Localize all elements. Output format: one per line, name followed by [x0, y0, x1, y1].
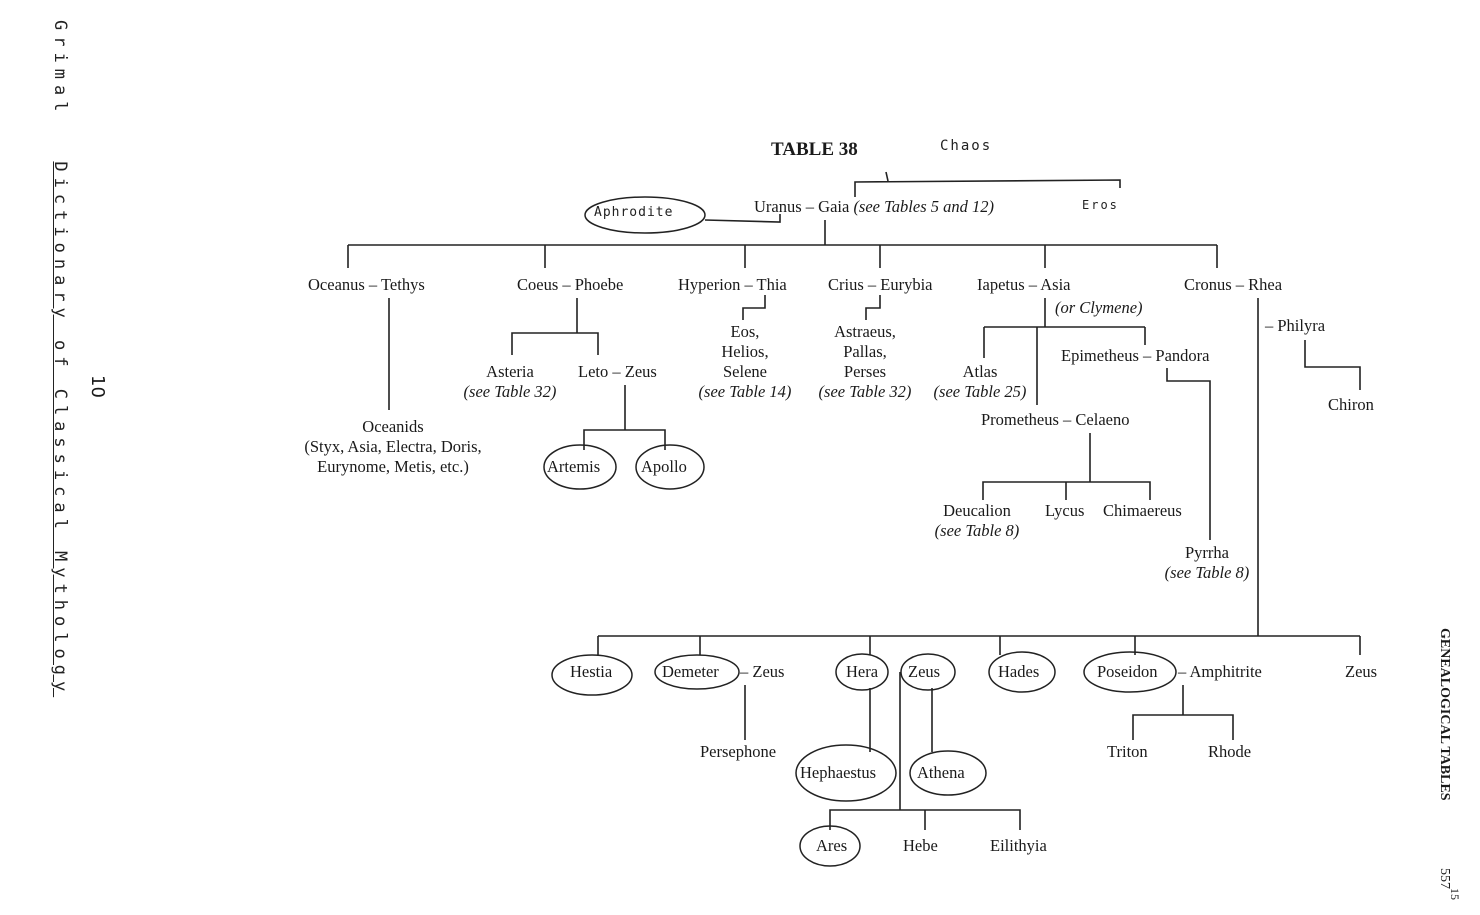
zeus-right: Zeus	[1345, 662, 1378, 681]
iapetus-alt: (or Clymene)	[1055, 298, 1143, 317]
atlas: Atlas(see Table 25)	[933, 362, 1027, 401]
persephone: Persephone	[700, 742, 777, 761]
philyra: – Philyra	[1265, 316, 1326, 335]
table-title: TABLE 38	[771, 139, 858, 160]
deucalion: Deucalion(see Table 8)	[934, 501, 1020, 540]
asteria: Asteria(see Table 32)	[463, 362, 557, 401]
hestia: Hestia	[570, 662, 613, 681]
lycus: Lycus	[1045, 501, 1085, 520]
handwritten-title: Dictionary of Classical Mythology	[50, 161, 70, 698]
crius-eurybia: Crius – Eurybia	[828, 275, 933, 294]
rhode: Rhode	[1208, 742, 1252, 761]
artemis: Artemis	[547, 457, 601, 476]
hera: Hera	[846, 662, 879, 681]
leto-zeus: Leto – Zeus	[578, 362, 657, 381]
hades: Hades	[998, 662, 1040, 681]
zeus: Zeus	[908, 662, 941, 681]
chiron: Chiron	[1328, 395, 1374, 414]
pyrrha: Pyrrha(see Table 8)	[1164, 543, 1250, 582]
hebe: Hebe	[903, 836, 938, 855]
ares: Ares	[816, 836, 848, 855]
apollo: Apollo	[641, 457, 687, 476]
amphitrite: – Amphitrite	[1178, 662, 1262, 681]
epimetheus-pandora: Epimetheus – Pandora	[1061, 346, 1210, 365]
chimaereus: Chimaereus	[1103, 501, 1182, 520]
oceanus-tethys: Oceanus – Tethys	[308, 275, 425, 294]
hyperion-thia: Hyperion – Thia	[678, 275, 787, 294]
coeus-phoebe: Coeus – Phoebe	[517, 275, 624, 294]
uranus-ref: (see Tables 5 and 12)	[853, 197, 994, 216]
poseidon: Poseidon	[1097, 662, 1158, 681]
margin-note: Grimal Dictionary of Classical Mythology	[50, 20, 70, 697]
oceanids: Oceanids(Styx, Asia, Electra, Doris,Eury…	[304, 417, 482, 476]
running-head: GENEALOGICAL TABLES	[1437, 628, 1452, 801]
demeter-consort: – Zeus	[740, 662, 785, 681]
handwritten-page-note: 15	[1448, 888, 1462, 900]
handwritten-aphrodite: Aphrodite	[594, 205, 674, 220]
hyperion-children: Eos,Helios,Selene(see Table 14)	[698, 322, 792, 401]
page-number: 557	[1437, 868, 1452, 889]
demeter: Demeter	[662, 662, 719, 681]
handwritten-chaos: Chaos	[940, 138, 993, 154]
uranus-gaia: Uranus – Gaia	[754, 197, 850, 216]
triton: Triton	[1107, 742, 1148, 761]
crius-children: Astraeus,Pallas,Perses(see Table 32)	[818, 322, 912, 401]
handwritten-author: Grimal	[50, 20, 70, 118]
cronus-rhea: Cronus – Rhea	[1184, 275, 1283, 294]
prometheus-celaeno: Prometheus – Celaeno	[981, 410, 1130, 429]
handwritten-number: 10	[87, 375, 108, 398]
athena: Athena	[917, 763, 965, 782]
iapetus-asia: Iapetus – Asia	[977, 275, 1071, 294]
hephaestus: Hephaestus	[800, 763, 877, 782]
handwritten-eros: Eros	[1082, 198, 1119, 212]
eilithyia: Eilithyia	[990, 836, 1047, 855]
